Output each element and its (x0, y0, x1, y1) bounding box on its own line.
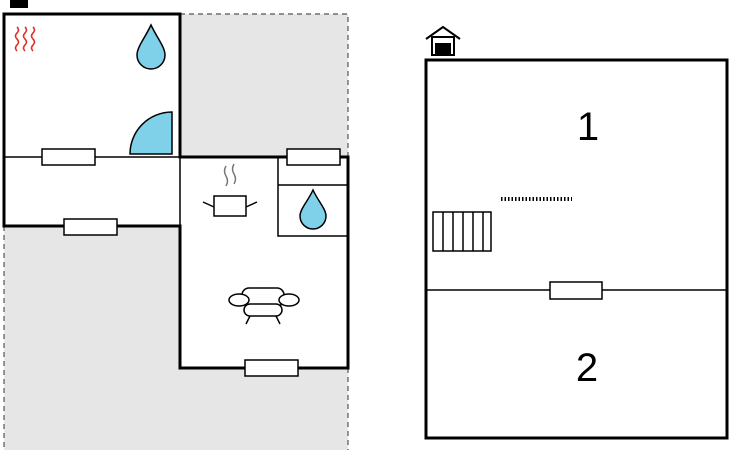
water-drop-icon (136, 23, 166, 70)
window (549, 281, 603, 300)
shower-icon (129, 111, 173, 155)
sofa-icon (228, 287, 300, 325)
staircase-icon (432, 211, 492, 252)
heating-icon (14, 26, 36, 52)
window (63, 218, 118, 236)
upper-floor-plan: 1 2 (424, 25, 729, 440)
room-label-2: 2 (576, 346, 598, 390)
ground-floor-plan (2, 0, 350, 450)
window (244, 359, 299, 377)
outer-walls (2, 12, 350, 370)
outdoor-area-boundary (3, 13, 349, 450)
water-drop-icon (299, 188, 327, 230)
window (286, 148, 341, 166)
upper-floor-walls (424, 58, 729, 440)
north-marker (10, 0, 28, 8)
small-bath-walls (277, 157, 348, 237)
house-footprint (4, 14, 348, 368)
cooking-pot-icon (202, 163, 258, 217)
house-floor-icon (425, 25, 461, 56)
window (41, 148, 96, 166)
room-label-1: 1 (577, 105, 599, 149)
